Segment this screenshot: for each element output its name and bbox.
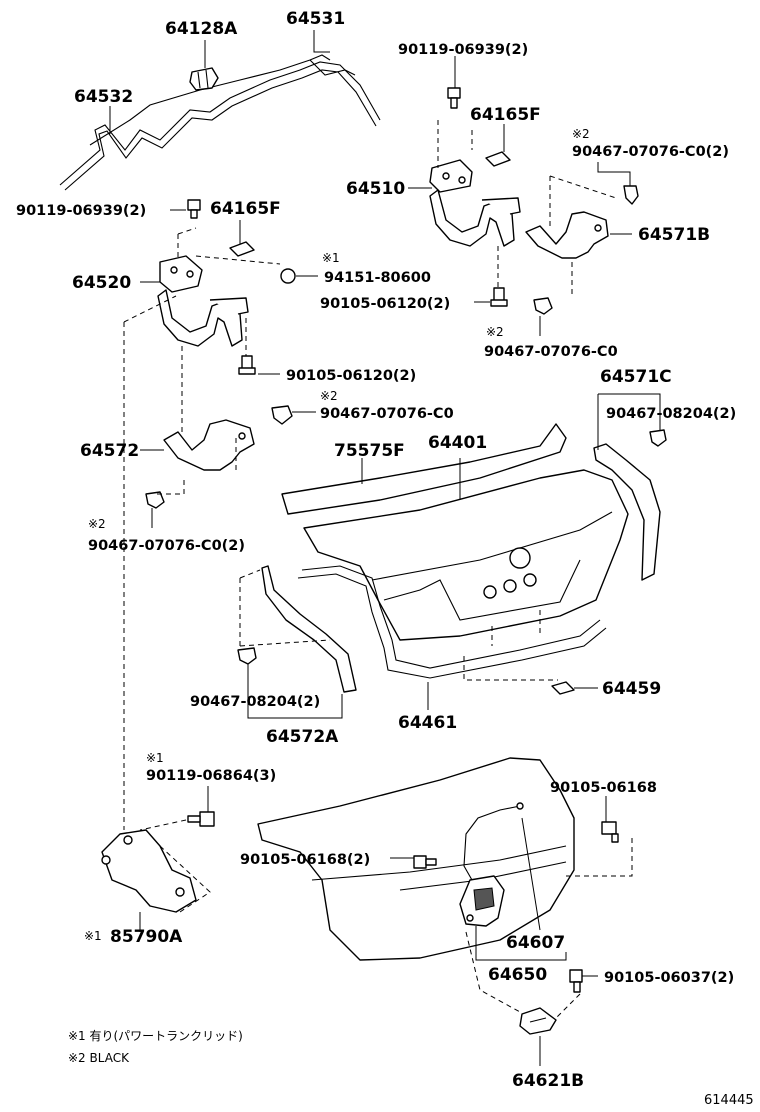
label-94151-80600: 94151-80600 — [324, 270, 431, 286]
label-64461: 64461 — [398, 713, 457, 733]
torsion-bar-64532-drawing — [59, 54, 381, 191]
clip-90467-08204-right-drawing — [649, 429, 667, 447]
label-64520: 64520 — [72, 273, 131, 293]
bolt-90105-06120-left-drawing — [238, 355, 256, 375]
label-mark1-b: ※1 — [146, 751, 164, 765]
clip-90467-left-bottom-drawing — [145, 491, 165, 509]
label-64165F-left: 64165F — [210, 199, 281, 219]
weatherstrip-64461-drawing — [297, 565, 607, 679]
bolt-90119-06939-left-drawing — [187, 199, 201, 219]
label-90467-08204-2-a: 90467-08204(2) — [606, 406, 736, 422]
label-90105-06037: 90105-06037(2) — [604, 970, 734, 986]
seal-64572A-drawing — [261, 565, 357, 693]
bolt-90105-06120-right-drawing — [490, 287, 508, 307]
label-64510: 64510 — [346, 179, 405, 199]
bolt-90119-06864-drawing — [187, 811, 215, 827]
label-64571B: 64571B — [638, 225, 710, 245]
cable-64607-drawing — [463, 802, 524, 881]
cushion-64459-drawing — [551, 681, 575, 695]
label-mark2-a: ※2 — [572, 127, 590, 141]
bolt-90105-06168-right-drawing — [601, 821, 619, 843]
label-64571C: 64571C — [600, 367, 672, 387]
label-90105-06120-left: 90105-06120(2) — [286, 368, 416, 384]
label-90467-07076-C0-2-a: 90467-07076-C0(2) — [572, 144, 729, 160]
note-2: ※2 BLACK — [68, 1051, 130, 1065]
bracket-64571B-drawing — [525, 211, 609, 259]
label-64459: 64459 — [602, 679, 661, 699]
label-90467-08204-2-b: 90467-08204(2) — [190, 694, 320, 710]
label-mark1-a: ※1 — [322, 251, 340, 265]
label-64532: 64532 — [74, 87, 133, 107]
clip-90467-right-top-drawing — [623, 185, 639, 205]
note-1: ※1 有り(パワートランクリッド) — [68, 1029, 243, 1043]
bolt-90119-06939-top-drawing — [447, 87, 461, 109]
label-64572A: 64572A — [266, 727, 339, 747]
label-90467-07076-C0-b: 90467-07076-C0 — [484, 344, 618, 360]
label-mark2-d: ※2 — [88, 517, 106, 531]
label-64650: 64650 — [488, 965, 547, 985]
spoiler-75575F-drawing — [281, 423, 567, 515]
hinge-64520-drawing — [157, 255, 249, 347]
label-90467-07076-C0-c: 90467-07076-C0 — [320, 406, 454, 422]
striker-64621B-drawing — [519, 1007, 557, 1035]
figure-number: 614445 — [704, 1093, 754, 1108]
clip-90467-left-top-drawing — [271, 405, 293, 425]
bolt-90105-06037-drawing — [569, 969, 583, 993]
label-64401: 64401 — [428, 433, 487, 453]
label-mark1-c: ※1 — [84, 929, 102, 943]
bolt-90105-06168-left-drawing — [413, 855, 437, 869]
trunk-lid-64401-drawing — [303, 469, 629, 641]
label-64621B: 64621B — [512, 1071, 584, 1091]
label-mark2-b: ※2 — [486, 325, 504, 339]
label-90119-06939-left: 90119-06939(2) — [16, 203, 146, 219]
cover-64165F-left-drawing — [229, 241, 255, 257]
clip-90467-08204-left-drawing — [237, 647, 257, 665]
label-64128A: 64128A — [165, 19, 238, 39]
label-90467-07076-C0-2-d: 90467-07076-C0(2) — [88, 538, 245, 554]
label-mark2-c: ※2 — [320, 389, 338, 403]
lock-64650-drawing — [459, 875, 505, 927]
grommet-94151-80600-drawing — [280, 268, 296, 284]
actuator-85790A-drawing — [101, 829, 197, 913]
label-90119-06939-top: 90119-06939(2) — [398, 42, 528, 58]
hinge-64510-drawing — [429, 159, 521, 247]
label-90105-06120-right: 90105-06120(2) — [320, 296, 450, 312]
cover-64165F-top-drawing — [485, 151, 511, 167]
seal-64571C-drawing — [593, 443, 661, 581]
clip-64128A-drawing — [189, 67, 219, 91]
label-64531: 64531 — [286, 9, 345, 29]
bracket-64572-drawing — [163, 419, 255, 471]
label-75575F: 75575F — [334, 441, 405, 461]
label-90105-06168-left: 90105-06168(2) — [240, 852, 370, 868]
label-90105-06168-right: 90105-06168 — [550, 780, 657, 796]
label-64572: 64572 — [80, 441, 139, 461]
label-64165F-top: 64165F — [470, 105, 541, 125]
leader-lines — [109, 30, 661, 1066]
label-64607: 64607 — [506, 933, 565, 953]
clip-90467-right-bottom-drawing — [533, 297, 553, 315]
label-85790A: 85790A — [110, 927, 183, 947]
label-90119-06864: 90119-06864(3) — [146, 768, 276, 784]
